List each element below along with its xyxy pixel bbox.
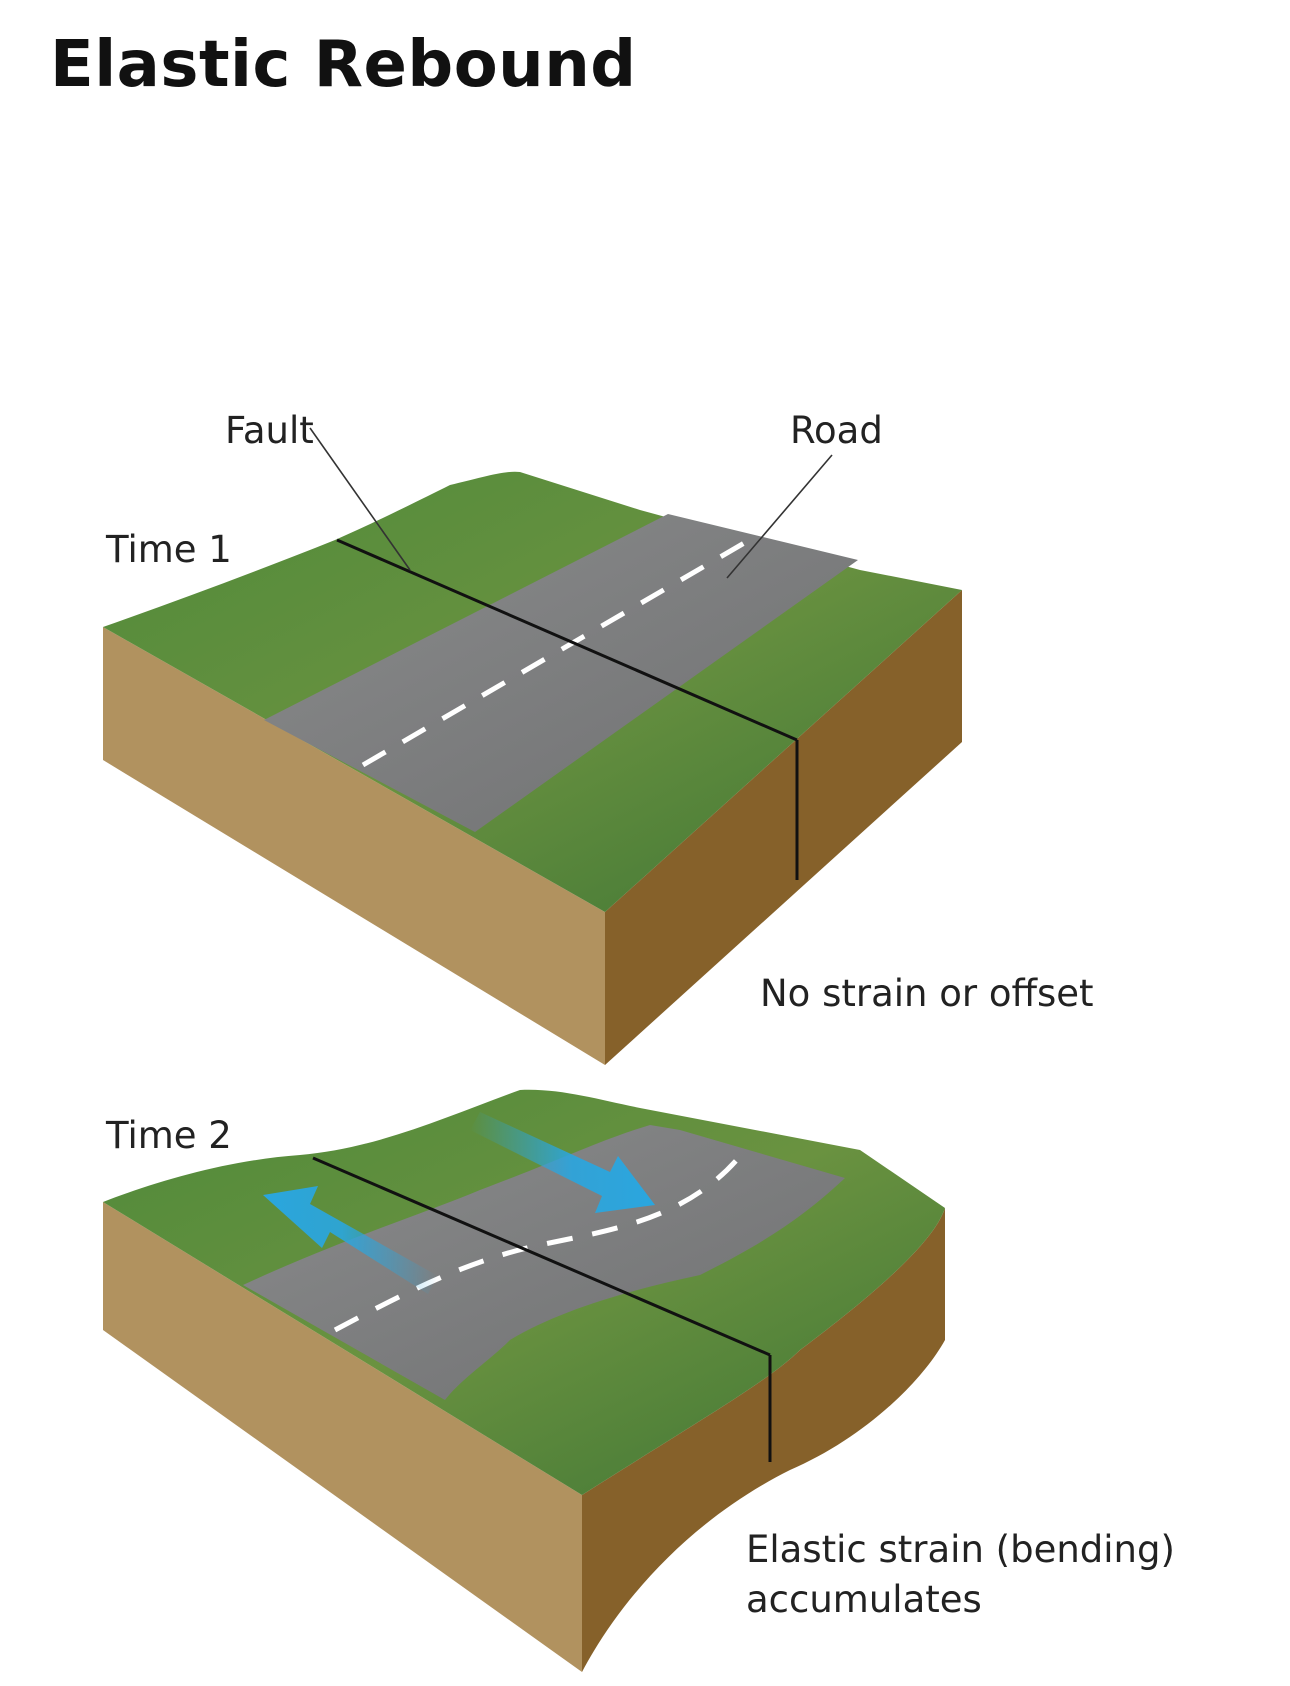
- time-1-label: Time 1: [105, 528, 232, 571]
- motion-arrow-right: [470, 1112, 655, 1213]
- motion-arrow-left: [263, 1186, 438, 1294]
- road-callout-leader: [726, 454, 833, 579]
- block2-front-face: [103, 1202, 582, 1672]
- panel-time-1: [103, 427, 962, 1065]
- time-1-caption: No strain or offset: [760, 972, 1094, 1015]
- block1-front-face: [103, 627, 605, 1065]
- page-title: Elastic Rebound: [50, 28, 637, 102]
- block2-side-face: [582, 1208, 945, 1672]
- fault-callout-label: Fault: [225, 409, 314, 452]
- time-2-caption-line-1: Elastic strain (bending): [746, 1528, 1175, 1571]
- block1-fault-surface-line: [336, 538, 798, 742]
- road-callout-label: Road: [790, 409, 883, 452]
- block1-road-centerline: [361, 532, 760, 768]
- panel-time-2: [103, 1089, 945, 1672]
- block1-road: [264, 514, 858, 832]
- time-2-caption-line-2: accumulates: [746, 1578, 982, 1621]
- time-2-label: Time 2: [105, 1114, 232, 1157]
- block1-side-face: [605, 590, 962, 1065]
- block2-fault-surface-line: [312, 1156, 771, 1357]
- block2-road-centerline: [333, 1148, 747, 1333]
- fault-callout-leader: [309, 427, 411, 571]
